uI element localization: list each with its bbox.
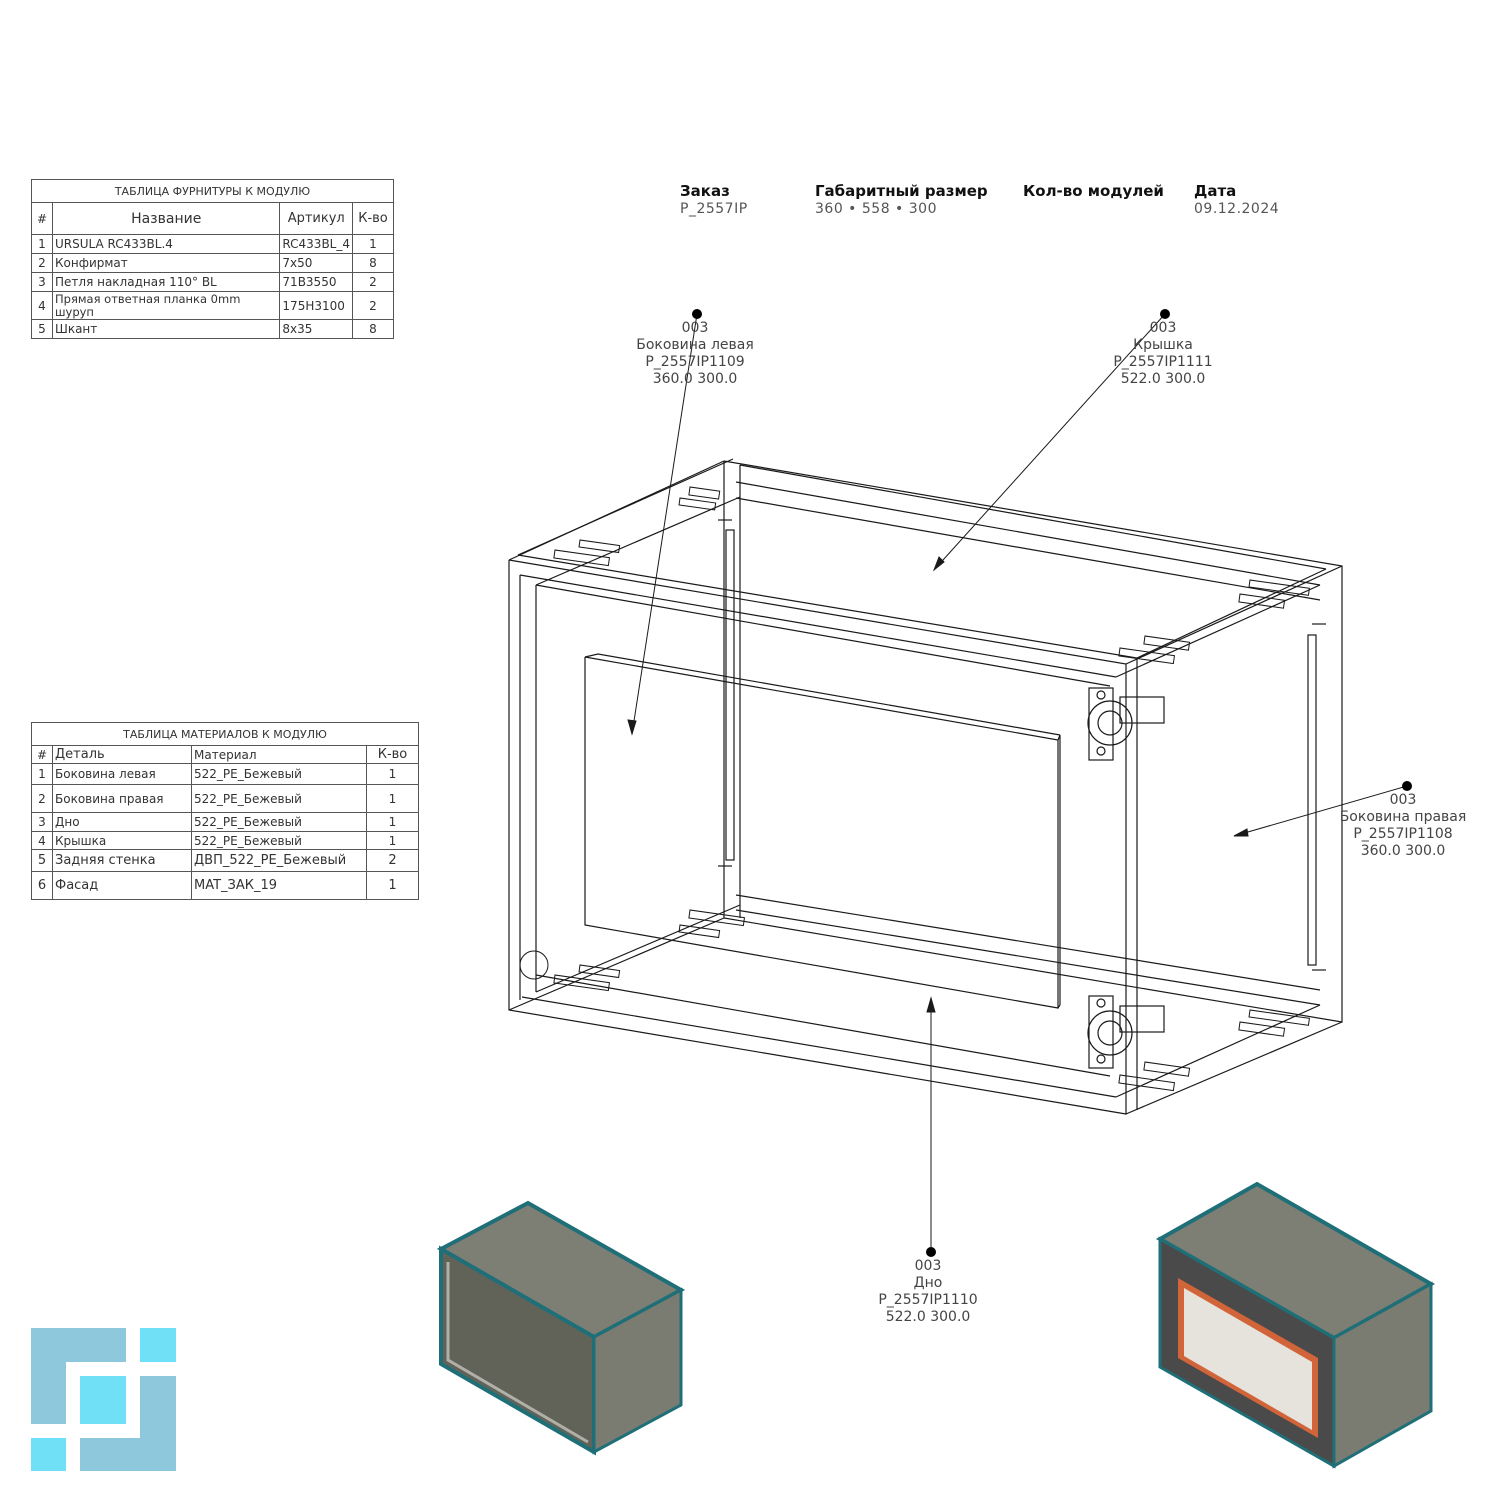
date-value: 09.12.2024 bbox=[1194, 201, 1280, 217]
cell: 1 bbox=[366, 871, 419, 900]
order-value: P_2557IP bbox=[680, 201, 748, 217]
render-front-view bbox=[1155, 1181, 1436, 1469]
table-row: 1 Боковина левая 522_PE_Бежевый 1 bbox=[31, 763, 419, 785]
cell: 522_PE_Бежевый bbox=[191, 763, 367, 785]
callout-name: Дно bbox=[913, 1275, 943, 1291]
size-value: 360 • 558 • 300 bbox=[815, 201, 937, 217]
table-row: 6 Фасад MAT_ЗАК_19 1 bbox=[31, 871, 419, 900]
render-back-view bbox=[436, 1200, 686, 1456]
materials-table: ТАБЛИЦА МАТЕРИАЛОВ К МОДУЛЮ # Деталь Мат… bbox=[31, 722, 419, 900]
hardware-col-qty: К-во bbox=[352, 202, 394, 235]
back-panel bbox=[584, 653, 1061, 1009]
callout-dims: 360.0 300.0 bbox=[1360, 843, 1446, 859]
callout-num: 003 bbox=[1149, 320, 1177, 336]
callout-dims: 522.0 300.0 bbox=[1120, 371, 1206, 387]
cell: Прямая ответная планка 0mm шуруп bbox=[51, 291, 281, 320]
cell: Конфирмат bbox=[51, 253, 281, 273]
hardware-table: ТАБЛИЦА ФУРНИТУРЫ К МОДУЛЮ # Название Ар… bbox=[31, 179, 394, 339]
callout-dots bbox=[692, 309, 1412, 1257]
hardware-table-title: ТАБЛИЦА ФУРНИТУРЫ К МОДУЛЮ bbox=[31, 179, 394, 203]
callout-dims: 522.0 300.0 bbox=[885, 1309, 971, 1325]
table-row: 3 Дно 522_PE_Бежевый 1 bbox=[31, 812, 419, 832]
hardware-col-name: Название bbox=[51, 202, 281, 235]
callout-code: P_2557IP1111 bbox=[1113, 354, 1213, 370]
order-label: Заказ bbox=[680, 182, 730, 200]
cell: 8x35 bbox=[279, 319, 353, 339]
materials-col-material: Материал bbox=[191, 745, 367, 764]
cell: Фасад bbox=[52, 871, 192, 900]
callout-name: Боковина левая bbox=[636, 337, 754, 353]
callout-num: 003 bbox=[914, 1258, 942, 1274]
table-row: 5 Шкант 8x35 8 bbox=[31, 319, 394, 339]
callout-num: 003 bbox=[1389, 792, 1417, 808]
callout-top: 003 Крышка P_2557IP1111 522.0 300.0 bbox=[1078, 320, 1248, 388]
front-frame bbox=[508, 554, 1138, 1115]
back-frame bbox=[723, 460, 1343, 1023]
callout-right-side: 003 Боковина правая P_2557IP1108 360.0 3… bbox=[1318, 792, 1488, 860]
depth-edges bbox=[508, 458, 1343, 1115]
cell: ДВП_522_PE_Бежевый bbox=[191, 849, 367, 872]
slots bbox=[718, 519, 1326, 971]
callout-left-side: 003 Боковина левая P_2557IP1109 360.0 30… bbox=[610, 320, 780, 388]
cell: 2 bbox=[352, 291, 394, 320]
cell: Шкант bbox=[51, 319, 281, 339]
dowels bbox=[519, 486, 1310, 1092]
callout-bottom: 003 Дно P_2557IP1110 522.0 300.0 bbox=[843, 1258, 1013, 1326]
callout-leaders bbox=[627, 313, 1408, 1252]
size-label: Габаритный размер bbox=[815, 182, 988, 200]
date-label: Дата bbox=[1194, 182, 1237, 200]
table-row: 2 Конфирмат 7x50 8 bbox=[31, 253, 394, 273]
logo bbox=[31, 1328, 176, 1471]
table-row: 1 URSULA RC433BL.4 RC433BL_4 1 bbox=[31, 234, 394, 254]
table-row: 5 Задняя стенка ДВП_522_PE_Бежевый 2 bbox=[31, 849, 419, 872]
callout-code: P_2557IP1109 bbox=[645, 354, 745, 370]
cell: 175H3100 bbox=[279, 291, 353, 320]
materials-col-qty: К-во bbox=[366, 745, 419, 764]
callout-code: P_2557IP1108 bbox=[1353, 826, 1453, 842]
modules-label: Кол-во модулей bbox=[1023, 182, 1164, 200]
cell: Дно bbox=[52, 812, 192, 832]
hinge-top bbox=[1087, 687, 1165, 761]
table-row: 4 Прямая ответная планка 0mm шуруп 175H3… bbox=[31, 291, 394, 320]
callout-name: Боковина правая bbox=[1339, 809, 1467, 825]
cell: 8 bbox=[352, 319, 394, 339]
callout-name: Крышка bbox=[1133, 337, 1193, 353]
table-row: 3 Петля накладная 110° BL 71B3550 2 bbox=[31, 272, 394, 292]
callout-num: 003 bbox=[681, 320, 709, 336]
callout-dims: 360.0 300.0 bbox=[652, 371, 738, 387]
hinge-bottom bbox=[1087, 995, 1165, 1069]
callout-code: P_2557IP1110 bbox=[878, 1292, 978, 1308]
